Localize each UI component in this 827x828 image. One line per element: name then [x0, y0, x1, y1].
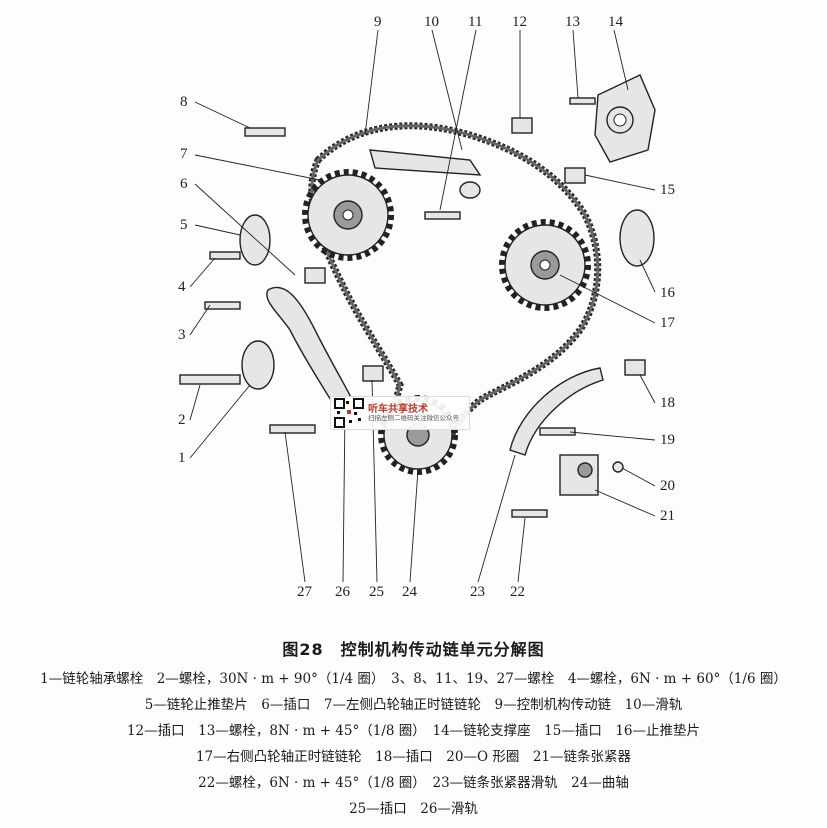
callout-23: 23 [470, 584, 485, 600]
callout-14: 14 [608, 14, 624, 30]
callout-24: 24 [402, 584, 418, 600]
callout-8: 8 [180, 94, 188, 110]
callout-26: 26 [335, 584, 351, 600]
chain-tensioner [559, 454, 599, 496]
guide-rail-top [369, 149, 482, 199]
callout-17: 17 [660, 315, 676, 331]
figure-title: 图28 控制机构传动链单元分解图 [0, 636, 827, 660]
callout-7: 7 [180, 146, 188, 162]
callout-5: 5 [180, 217, 188, 233]
callout-3: 3 [178, 327, 186, 343]
sprocket-bearing [241, 340, 275, 390]
figure-number: 图28 [282, 640, 324, 659]
callout-1: 1 [178, 450, 186, 466]
timing-chain [308, 122, 602, 470]
callout-22: 22 [510, 584, 525, 600]
thrust-washer-right [619, 209, 655, 267]
callout-labels: 9 10 11 12 13 14 8 7 6 5 4 3 2 1 15 16 1… [178, 14, 676, 600]
callout-15: 15 [660, 182, 675, 198]
callout-2: 2 [178, 412, 186, 428]
callout-13: 13 [565, 14, 580, 30]
callout-20: 20 [660, 478, 675, 494]
callout-9: 9 [374, 14, 382, 30]
leader-lines [189, 29, 656, 583]
legend-line: 17—右侧凸轮轴正时链链轮 18—插口 20—O 形圈 21—链条张紧器 [195, 749, 632, 765]
tensioner-rail [509, 367, 604, 456]
callout-19: 19 [660, 432, 675, 448]
legend-line: 1—链轮轴承螺栓 2—螺栓，30N · m + 90°（1/4 圈） 3、8、1… [40, 671, 787, 687]
sprocket-bearing-support [594, 74, 656, 163]
left-camshaft-sprocket [302, 169, 394, 261]
callout-21: 21 [660, 508, 675, 524]
legend-line: 22—螺栓，6N · m + 45°（1/8 圈） 23—链条张紧器滑轨 24—… [198, 775, 629, 791]
legend-line: 25—插口 26—滑轨 [349, 801, 478, 817]
legend-line: 12—插口 13—螺栓，8N · m + 45°（1/8 圈） 14—链轮支撑座… [126, 723, 701, 739]
callout-25: 25 [369, 584, 384, 600]
watermark-title: 听车共享技术 [368, 403, 428, 415]
callout-4: 4 [178, 279, 186, 295]
callout-11: 11 [468, 14, 482, 30]
callout-12: 12 [512, 14, 527, 30]
figure-caption: 图28 控制机构传动链单元分解图 1—链轮轴承螺栓 2—螺栓，30N · m +… [0, 636, 827, 822]
exploded-diagram: 9 10 11 12 13 14 8 7 6 5 4 3 2 1 15 16 1… [178, 14, 676, 600]
callout-16: 16 [660, 285, 676, 301]
figure-title-text: 控制机构传动链单元分解图 [340, 640, 545, 659]
callout-10: 10 [424, 14, 439, 30]
bolts [179, 97, 646, 518]
callout-6: 6 [180, 176, 188, 192]
thrust-washer-left [239, 214, 271, 266]
legend-line: 5—链轮止推垫片 6—插口 7—左侧凸轮轴正时链链轮 9—控制机构传动链 10—… [144, 697, 683, 713]
wechat-watermark: 听车共享技术 扫描左侧二维码关注微信公众号 [330, 396, 470, 430]
callout-18: 18 [660, 395, 675, 411]
callout-27: 27 [297, 584, 313, 600]
watermark-subtitle: 扫描左侧二维码关注微信公众号 [368, 413, 459, 422]
qr-code-icon [334, 398, 364, 428]
right-camshaft-sprocket [499, 219, 591, 311]
